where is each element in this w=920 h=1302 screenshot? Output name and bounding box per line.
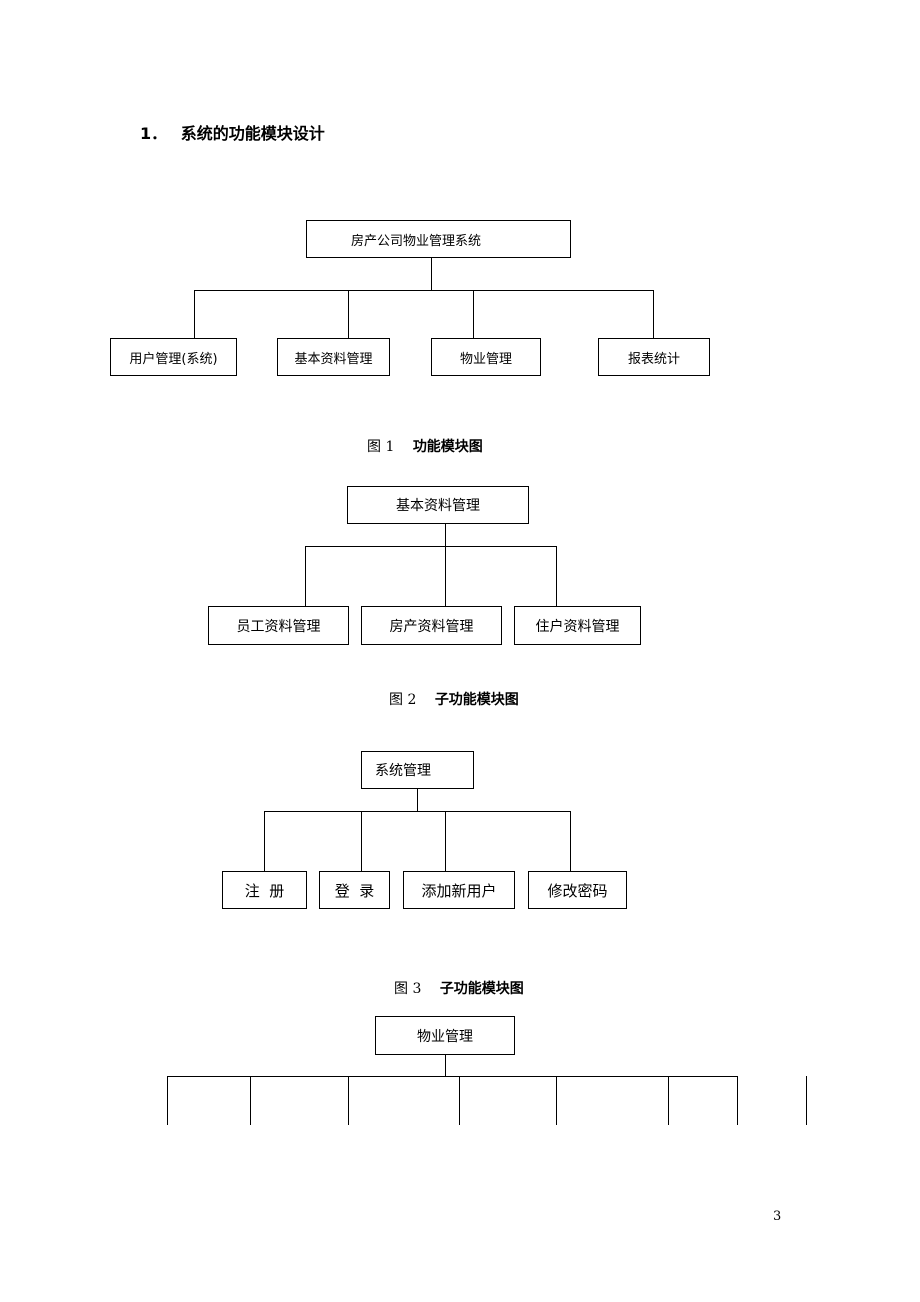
connector xyxy=(348,1076,349,1125)
figure-2-caption: 图 2 子功能模块图 xyxy=(389,689,519,709)
connector xyxy=(348,290,349,338)
caption-label: 图 2 xyxy=(389,692,417,708)
node-root-property-management: 物业管理 xyxy=(375,1016,515,1055)
page-number: 3 xyxy=(773,1209,782,1224)
connector xyxy=(653,290,654,338)
connector xyxy=(264,811,265,871)
node-housing-data: 房产资料管理 xyxy=(361,606,502,645)
caption-label: 图 1 xyxy=(367,439,395,455)
connector xyxy=(167,1076,168,1125)
connector xyxy=(473,290,474,338)
node-root-system-management: 系统管理 xyxy=(361,751,474,789)
section-title: 系统的功能模块设计 xyxy=(180,124,325,143)
connector xyxy=(806,1076,807,1125)
connector xyxy=(445,524,446,606)
connector xyxy=(264,811,571,812)
connector xyxy=(305,546,306,606)
node-add-user: 添加新用户 xyxy=(403,871,515,909)
node-resident-data: 住户资料管理 xyxy=(514,606,641,645)
connector xyxy=(194,290,654,291)
connector xyxy=(737,1076,738,1125)
caption-title: 功能模块图 xyxy=(412,439,483,455)
node-login: 登 录 xyxy=(319,871,390,909)
connector xyxy=(305,546,556,547)
figure-3-caption: 图 3 子功能模块图 xyxy=(394,978,524,998)
connector xyxy=(250,1076,251,1125)
node-root-basic-data: 基本资料管理 xyxy=(347,486,529,524)
caption-label: 图 3 xyxy=(394,981,422,997)
section-number: 1． xyxy=(140,124,168,143)
node-report-statistics: 报表统计 xyxy=(598,338,710,376)
node-basic-data-management: 基本资料管理 xyxy=(277,338,390,376)
connector xyxy=(167,1076,738,1077)
connector xyxy=(361,811,362,871)
connector xyxy=(445,811,446,871)
connector xyxy=(556,546,557,606)
connector xyxy=(431,258,432,290)
connector xyxy=(570,811,571,871)
node-register: 注 册 xyxy=(222,871,307,909)
connector xyxy=(459,1076,460,1125)
node-user-management: 用户管理(系统) xyxy=(110,338,237,376)
caption-title: 子功能模块图 xyxy=(434,692,519,708)
connector xyxy=(445,1055,446,1076)
node-employee-data: 员工资料管理 xyxy=(208,606,349,645)
section-heading: 1． 系统的功能模块设计 xyxy=(140,120,325,144)
node-property-management: 物业管理 xyxy=(431,338,541,376)
connector xyxy=(556,1076,557,1125)
connector xyxy=(194,290,195,338)
caption-title: 子功能模块图 xyxy=(439,981,524,997)
node-root-property-system: 房产公司物业管理系统 xyxy=(306,220,571,258)
connector xyxy=(417,789,418,811)
figure-1-caption: 图 1 功能模块图 xyxy=(367,436,483,456)
connector xyxy=(668,1076,669,1125)
node-change-password: 修改密码 xyxy=(528,871,627,909)
